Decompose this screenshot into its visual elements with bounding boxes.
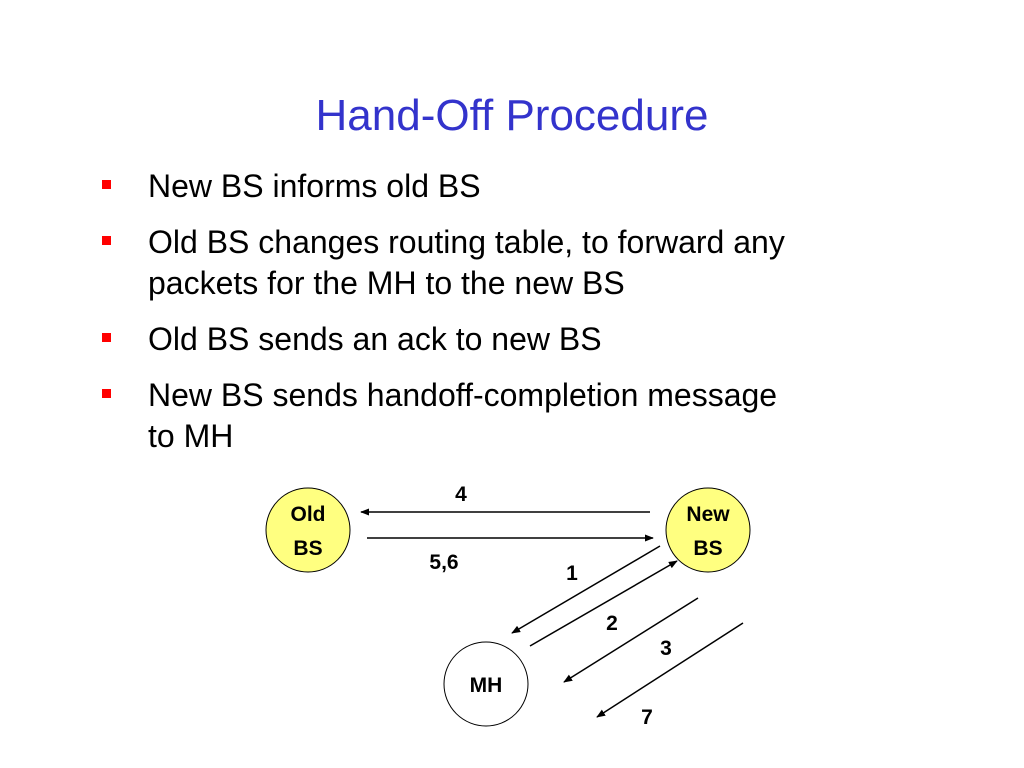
arrow-7 — [596, 622, 744, 718]
new-bs-node: New BS — [665, 487, 751, 573]
arrow-label-3: 3 — [660, 637, 672, 660]
bullet-square-icon — [102, 180, 111, 189]
arrow-label-5-6: 5,6 — [429, 551, 458, 574]
new-bs-label-line1: New — [686, 503, 730, 526]
bullet-square-icon — [102, 333, 111, 342]
bullet-text: New BS sends handoff-completion message — [148, 377, 778, 413]
arrow-label-4: 4 — [455, 483, 467, 506]
bullet-list: New BS informs old BS Old BS changes rou… — [96, 166, 956, 472]
old-bs-label-line1: Old — [291, 503, 326, 526]
arrow-label-7: 7 — [641, 706, 653, 729]
arrow-3 — [563, 597, 699, 683]
bullet-square-icon — [102, 389, 111, 398]
arrow-label-2: 2 — [606, 612, 618, 635]
bullet-text: packets for the MH to the new BS — [148, 265, 625, 301]
mh-node: MH — [443, 641, 529, 727]
old-bs-label-line2: BS — [293, 537, 322, 560]
mh-label: MH — [470, 674, 503, 697]
old-bs-node: Old BS — [265, 487, 351, 573]
new-bs-circle — [665, 487, 751, 573]
arrow-1 — [511, 545, 661, 634]
slide-title: Hand-Off Procedure — [315, 91, 709, 140]
bullet-text: Old BS changes routing table, to forward… — [148, 224, 785, 260]
new-bs-label-line2: BS — [693, 537, 722, 560]
old-bs-circle — [265, 487, 351, 573]
bullet-text: to MH — [148, 418, 234, 454]
bullet-item: Old BS sends an ack to new BS — [96, 319, 956, 360]
bullet-item: New BS sends handoff-completion message … — [96, 375, 956, 457]
bullet-square-icon — [102, 236, 111, 245]
arrow-label-1: 1 — [566, 562, 578, 585]
bullet-text: New BS informs old BS — [148, 168, 481, 204]
mh-circle — [443, 641, 529, 727]
bullet-text: Old BS sends an ack to new BS — [148, 321, 602, 357]
arrow-2 — [529, 560, 678, 647]
bullet-item: Old BS changes routing table, to forward… — [96, 222, 956, 304]
bullet-item: New BS informs old BS — [96, 166, 956, 207]
